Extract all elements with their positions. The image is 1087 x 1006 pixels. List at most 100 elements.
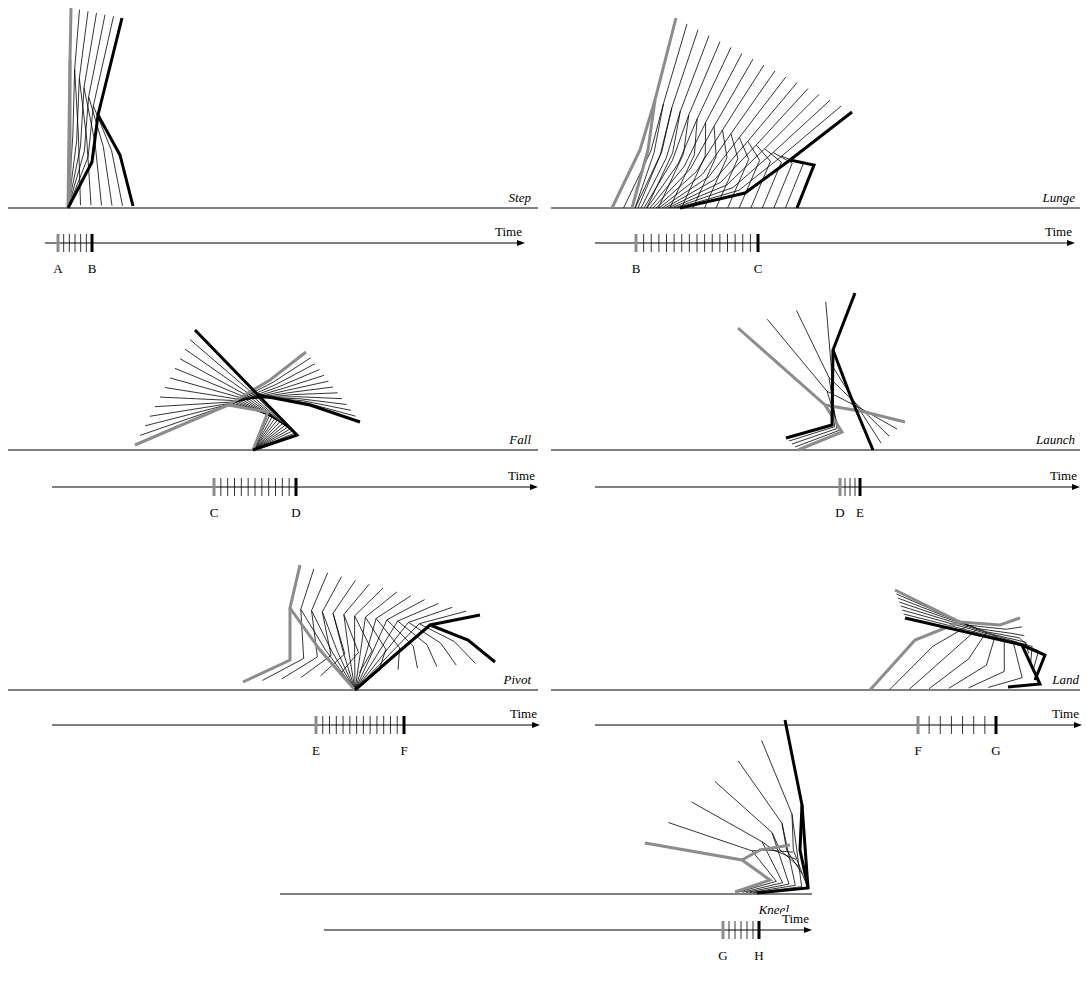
intermediate-pose — [408, 622, 456, 665]
end-pose — [800, 805, 808, 888]
timeline-arrowhead — [532, 722, 540, 728]
frame-tick — [376, 716, 377, 734]
frame-tick — [929, 716, 930, 734]
intermediate-pose — [715, 782, 789, 893]
end-pose — [258, 395, 360, 422]
end-pose — [786, 293, 855, 438]
frame-tick — [336, 716, 337, 734]
intermediate-pose — [658, 115, 689, 208]
frame-tick — [255, 478, 256, 496]
frame-tick — [75, 234, 76, 252]
frame-tick — [234, 478, 235, 496]
keyframe-letter: C — [209, 506, 220, 519]
frame-tick — [80, 234, 81, 252]
start-pose — [960, 618, 1020, 625]
keyframe-letter: D — [290, 506, 301, 519]
timeline-arrowhead — [1067, 240, 1075, 246]
timeline-axis — [324, 930, 806, 931]
start-pose — [243, 608, 290, 682]
frame-tick — [268, 478, 269, 496]
keyframe-letter: A — [52, 262, 63, 275]
phase-panel — [551, 590, 1082, 734]
ground-line — [551, 450, 1080, 451]
frame-tick — [757, 234, 760, 252]
frame-tick — [275, 478, 276, 496]
frame-tick — [651, 234, 652, 252]
frame-tick — [86, 234, 87, 252]
frame-tick — [962, 716, 963, 734]
ground-line — [551, 208, 1080, 209]
frame-tick — [750, 234, 751, 252]
keyframe-letter: E — [855, 506, 865, 519]
phase-name: Launch — [1035, 433, 1076, 446]
frame-tick — [712, 234, 713, 252]
frame-tick — [719, 234, 720, 252]
frame-tick — [370, 716, 371, 734]
keyframe-letter: B — [87, 262, 98, 275]
keyframe-letter: C — [753, 262, 764, 275]
phase-name: Land — [1051, 673, 1080, 686]
end-pose — [1022, 645, 1045, 680]
frame-tick — [383, 716, 384, 734]
frame-tick — [940, 716, 941, 734]
end-pose — [195, 330, 297, 450]
frame-tick — [397, 716, 398, 734]
frame-tick — [727, 234, 728, 252]
start-pose — [68, 8, 71, 208]
frame-tick — [213, 478, 216, 496]
frame-tick — [995, 716, 998, 734]
frame-tick — [729, 921, 730, 939]
ground-line — [551, 690, 1080, 691]
phase-name: Lunge — [1042, 191, 1077, 204]
timeline-arrowhead — [1074, 722, 1082, 728]
frame-tick — [356, 716, 357, 734]
frame-tick — [758, 921, 761, 939]
intermediate-pose — [653, 59, 753, 208]
intermediate-pose — [656, 65, 764, 208]
phase-name: Fall — [508, 433, 532, 446]
end-pose — [790, 160, 814, 208]
frame-tick — [289, 478, 290, 496]
intermediate-pose — [355, 592, 397, 690]
time-axis-label: Time — [1049, 469, 1078, 482]
intermediate-pose — [674, 100, 830, 208]
frame-tick — [681, 234, 682, 252]
frame-tick — [227, 478, 228, 496]
start-pose — [738, 328, 842, 450]
end-pose — [833, 350, 873, 450]
frame-tick — [753, 921, 754, 939]
ground-line — [280, 894, 812, 895]
frame-tick — [390, 716, 391, 734]
frame-tick — [689, 234, 690, 252]
keyframe-letter: G — [990, 744, 1001, 757]
intermediate-pose — [638, 30, 698, 208]
keyframe-letter: H — [753, 949, 764, 962]
frame-tick — [984, 716, 985, 734]
frame-tick — [839, 478, 842, 496]
intermediate-pose — [140, 404, 270, 450]
ground-line — [8, 450, 538, 451]
phase-name: Step — [508, 191, 532, 204]
frame-tick — [349, 716, 350, 734]
intermediate-pose — [739, 141, 759, 208]
start-pose — [612, 100, 655, 208]
frame-tick — [674, 234, 675, 252]
frame-tick — [735, 234, 736, 252]
phase-panel — [8, 8, 538, 252]
start-pose — [825, 405, 905, 422]
intermediate-pose — [419, 624, 475, 664]
timeline-arrowhead — [804, 927, 812, 933]
frame-tick — [63, 234, 64, 252]
intermediate-pose — [668, 89, 808, 209]
frame-tick — [951, 716, 952, 734]
frame-tick — [741, 921, 742, 939]
intermediate-pose — [693, 126, 716, 208]
timeline-arrowhead — [517, 240, 525, 246]
frame-tick — [742, 234, 743, 252]
timeline-arrowhead — [530, 484, 538, 490]
end-pose — [905, 618, 1040, 687]
phase-panel — [8, 330, 538, 496]
time-axis-label: Time — [494, 225, 523, 238]
start-pose — [870, 590, 960, 690]
